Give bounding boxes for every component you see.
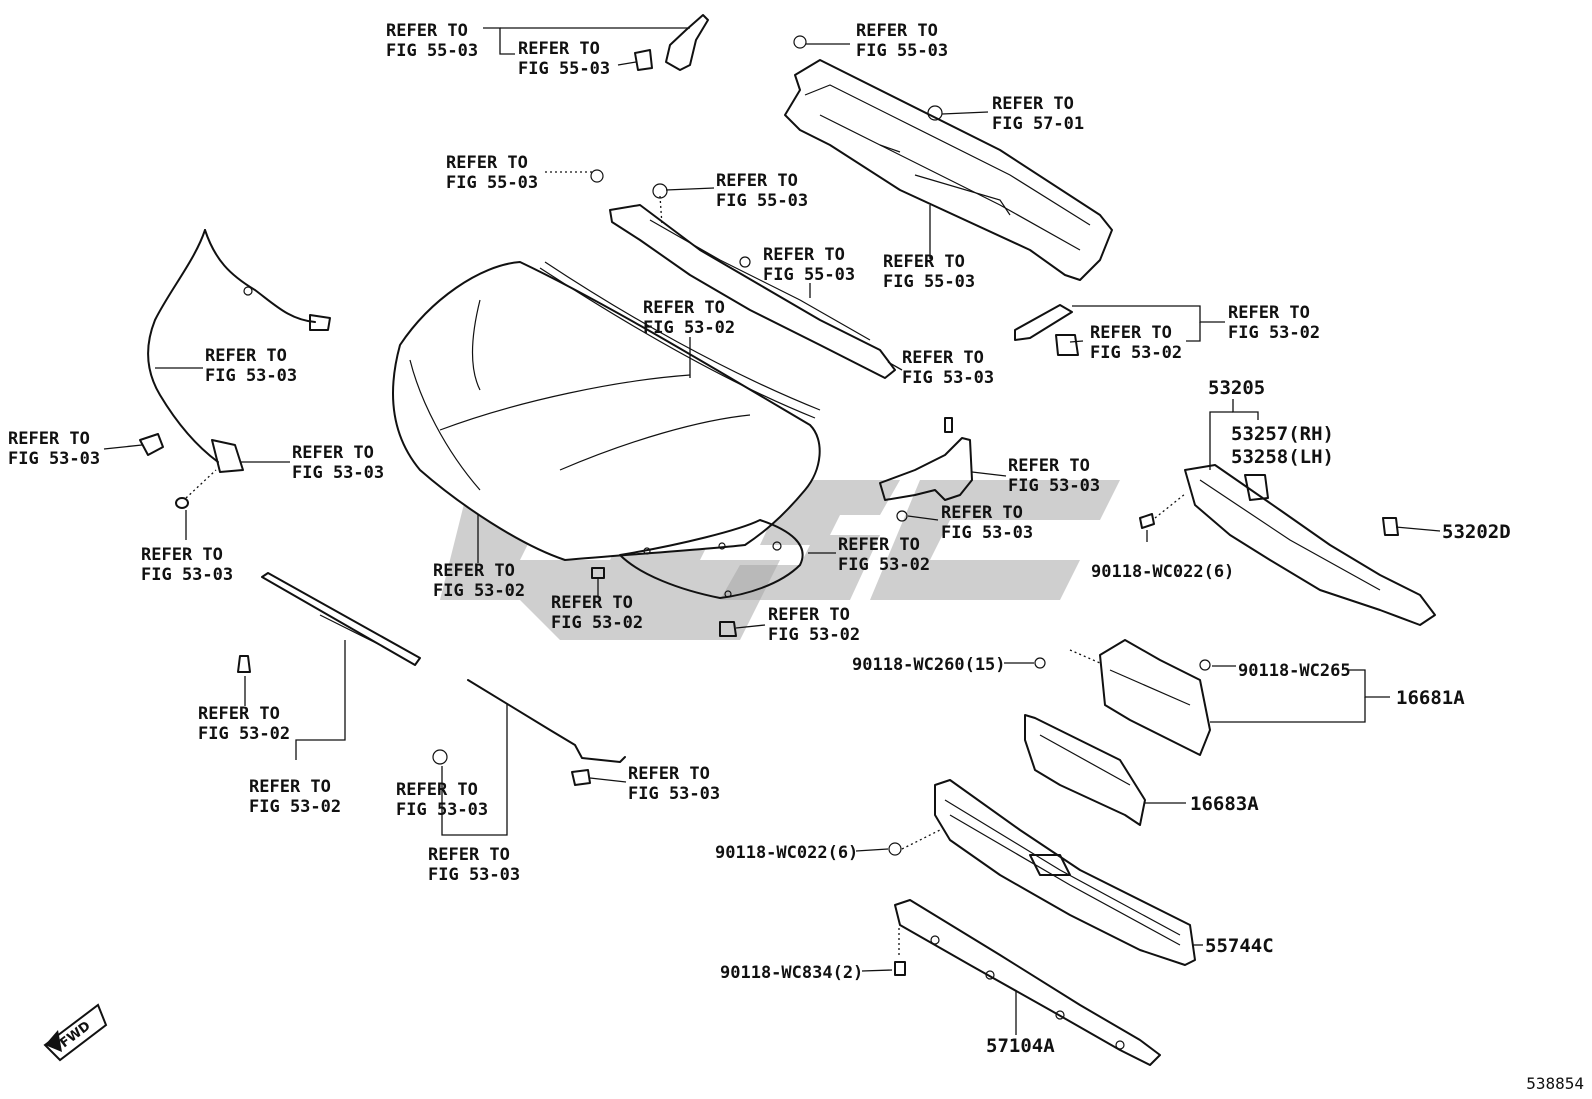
stoppers	[237, 334, 1079, 673]
fwd-arrow-icon: FWD	[43, 1003, 108, 1062]
part-number-90118-wc834: 90118-WC834(2)	[720, 963, 863, 983]
part-number-53257: 53257(RH)	[1231, 423, 1334, 445]
release-cable-part	[147, 229, 331, 473]
part-number-90118-wc022-b: 90118-WC022(6)	[715, 843, 858, 863]
air-guide-upper	[1034, 639, 1211, 756]
air-guide-lower	[1024, 714, 1146, 826]
part-number-90118-wc260: 90118-WC260(15)	[852, 655, 1006, 675]
part-number-16681a: 16681A	[1396, 687, 1465, 709]
hood-seal-strip	[261, 572, 421, 666]
left-clip-part	[139, 433, 164, 456]
part-number-53258: 53258(LH)	[1231, 446, 1334, 468]
leader-lines	[103, 27, 1441, 1035]
radiator-support-upper	[1139, 464, 1436, 626]
radiator-grille	[888, 779, 1196, 966]
part-number-16683a: 16683A	[1190, 793, 1259, 815]
part-number-55744c: 55744C	[1205, 935, 1274, 957]
hood-panel	[391, 261, 821, 599]
part-number-57104a: 57104A	[986, 1035, 1055, 1057]
bumper-reinforcement	[894, 899, 1161, 1066]
part-number-90118-wc265: 90118-WC265	[1238, 661, 1351, 681]
part-number-labels: 53205 53257(RH) 53258(LH) 53202D 90118-W…	[715, 377, 1511, 1057]
top-bracket-part	[634, 14, 709, 71]
hood-support-rod	[432, 679, 626, 786]
part-number-90118-wc022: 90118-WC022(6)	[1091, 562, 1234, 582]
hood-lock-bracket	[879, 417, 973, 522]
cowl-top-panel	[784, 35, 1113, 281]
diagram-number: 538854	[1526, 1074, 1584, 1093]
right-seal-bracket	[1014, 304, 1073, 341]
part-number-53202d: 53202D	[1442, 521, 1511, 543]
left-bolt-part	[175, 497, 189, 509]
part-number-53205: 53205	[1208, 377, 1265, 399]
